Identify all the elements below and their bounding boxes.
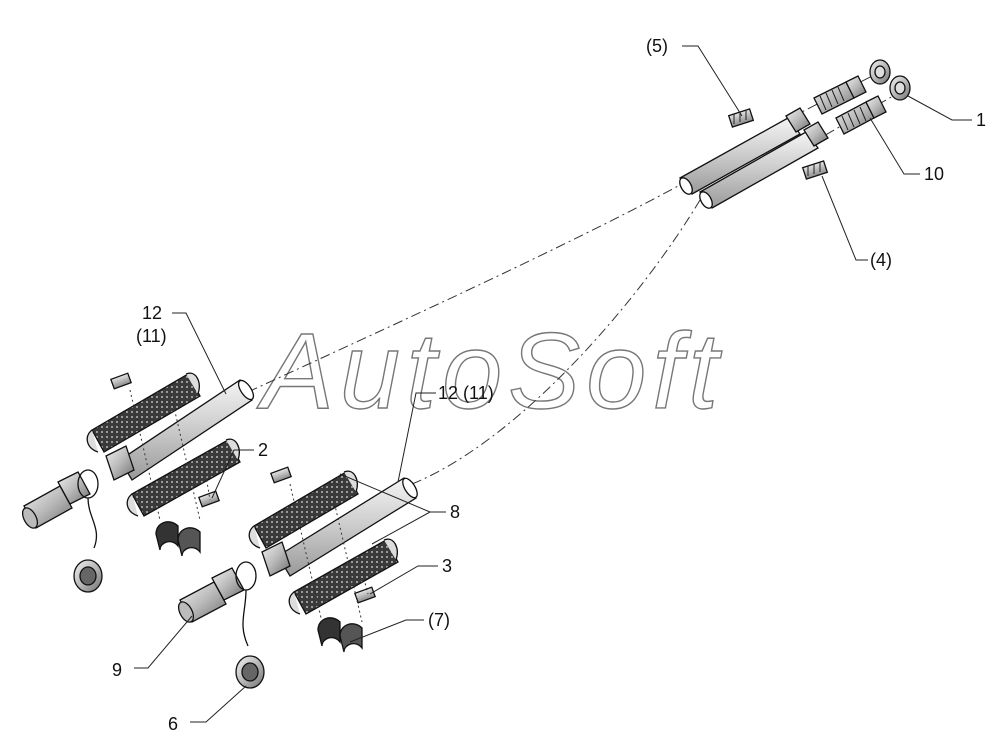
leader-4 [821,175,868,261]
leader-5 [682,45,743,117]
hose-upper-right-2 [699,131,819,209]
coupling-9-left [21,471,91,529]
protector-sleeve-middle-top [248,470,359,549]
clip-5 [727,108,755,128]
label-3: 3 [442,556,452,576]
label-9: 9 [112,660,122,680]
clip-4 [801,160,829,180]
leader-10 [869,117,920,175]
label-1: 1 [976,110,986,130]
assembly-line-lower [411,199,701,485]
label-4: (4) [870,250,892,270]
label-2: 2 [258,440,268,460]
coupling-9-middle [177,567,245,623]
threaded-adapter-10 [813,75,887,135]
clamp-pair-left [155,521,201,557]
hose-left-upper [105,379,255,481]
clip-small-left-top [109,372,133,390]
assembly-line-upper [247,184,681,393]
label-12-11-middle: 12 (11) [438,383,494,403]
label-10: 10 [924,164,944,184]
cap-nut-1 [869,59,911,101]
leader-8 [339,473,446,545]
label-6: 6 [168,714,178,734]
label-11-left: (11) [136,326,167,346]
clamp-pair-7 [317,617,363,653]
label-8: 8 [450,502,460,522]
hose-end-nut-upper [785,107,829,147]
leader-7 [349,619,424,643]
leader-2 [211,449,254,499]
alignment-dots-middle [289,483,369,623]
leader-3 [369,565,438,595]
label-5: (5) [646,36,668,56]
dust-cap-6 [235,561,265,689]
protector-sleeve-middle-bottom [288,538,399,615]
clip-2 [197,490,221,508]
dust-cap-left [73,469,103,593]
leader-12-left [172,312,227,395]
protector-sleeve-left-bottom [126,438,241,517]
alignment-dots-left [129,389,211,521]
leader-9 [134,615,193,669]
clip-small-middle-top [269,466,293,484]
label-12-left: 12 [142,303,162,323]
clip-3 [353,586,377,604]
leader-12-middle [397,392,436,483]
assembly-line-right-bottom [807,91,901,146]
hose-middle [261,477,418,577]
leader-1 [907,95,972,121]
leader-6 [190,685,247,723]
hose-upper-right-1 [679,117,801,195]
autosoft-watermark: AutoSoft [256,310,724,431]
protector-sleeve-left-top [86,372,201,453]
assembly-line-right-top [789,71,881,119]
label-7: (7) [428,610,450,630]
